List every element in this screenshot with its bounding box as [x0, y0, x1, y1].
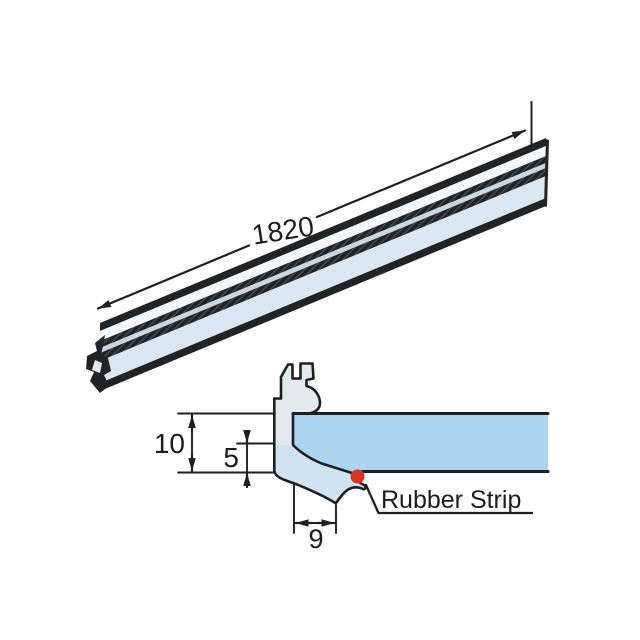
rail-far-end-edge	[544, 139, 549, 207]
label-glass-thickness: 10	[154, 428, 185, 459]
section-linework	[273, 362, 550, 505]
section-dimensions	[177, 412, 337, 534]
profile-head-outline	[273, 362, 322, 415]
profile-lip-outline	[273, 397, 367, 505]
label-rubber-strip: Rubber Strip	[381, 486, 521, 514]
labels: 1820 10 5 9 Rubber Strip	[154, 210, 522, 554]
rubber-strip-leader-line	[364, 483, 533, 515]
dimension-line-1820-left	[96, 244, 251, 310]
rail-bottom-edge-band	[100, 198, 546, 391]
rail-side-face-band	[100, 176, 546, 383]
label-glazing-depth: 5	[223, 442, 239, 473]
glass-panel	[294, 414, 548, 472]
rail-top-face-band	[100, 146, 546, 341]
rail-isometric-view	[86, 138, 549, 393]
profile-lip-fill	[274, 445, 366, 504]
rubber-strip-dot	[350, 469, 365, 484]
rail-channel-band	[100, 163, 546, 353]
dimension-line-1820-right	[315, 129, 527, 219]
rail-top-edge-band	[100, 138, 546, 331]
rail-groove-hatch-2	[100, 168, 546, 361]
rail-end-cap-face	[92, 360, 102, 373]
dimension-1820	[96, 101, 533, 310]
rail-groove-hatch	[100, 156, 546, 348]
profile-stem-fill	[274, 363, 321, 445]
cross-section-view	[273, 362, 550, 515]
label-lip-width: 9	[308, 524, 323, 554]
